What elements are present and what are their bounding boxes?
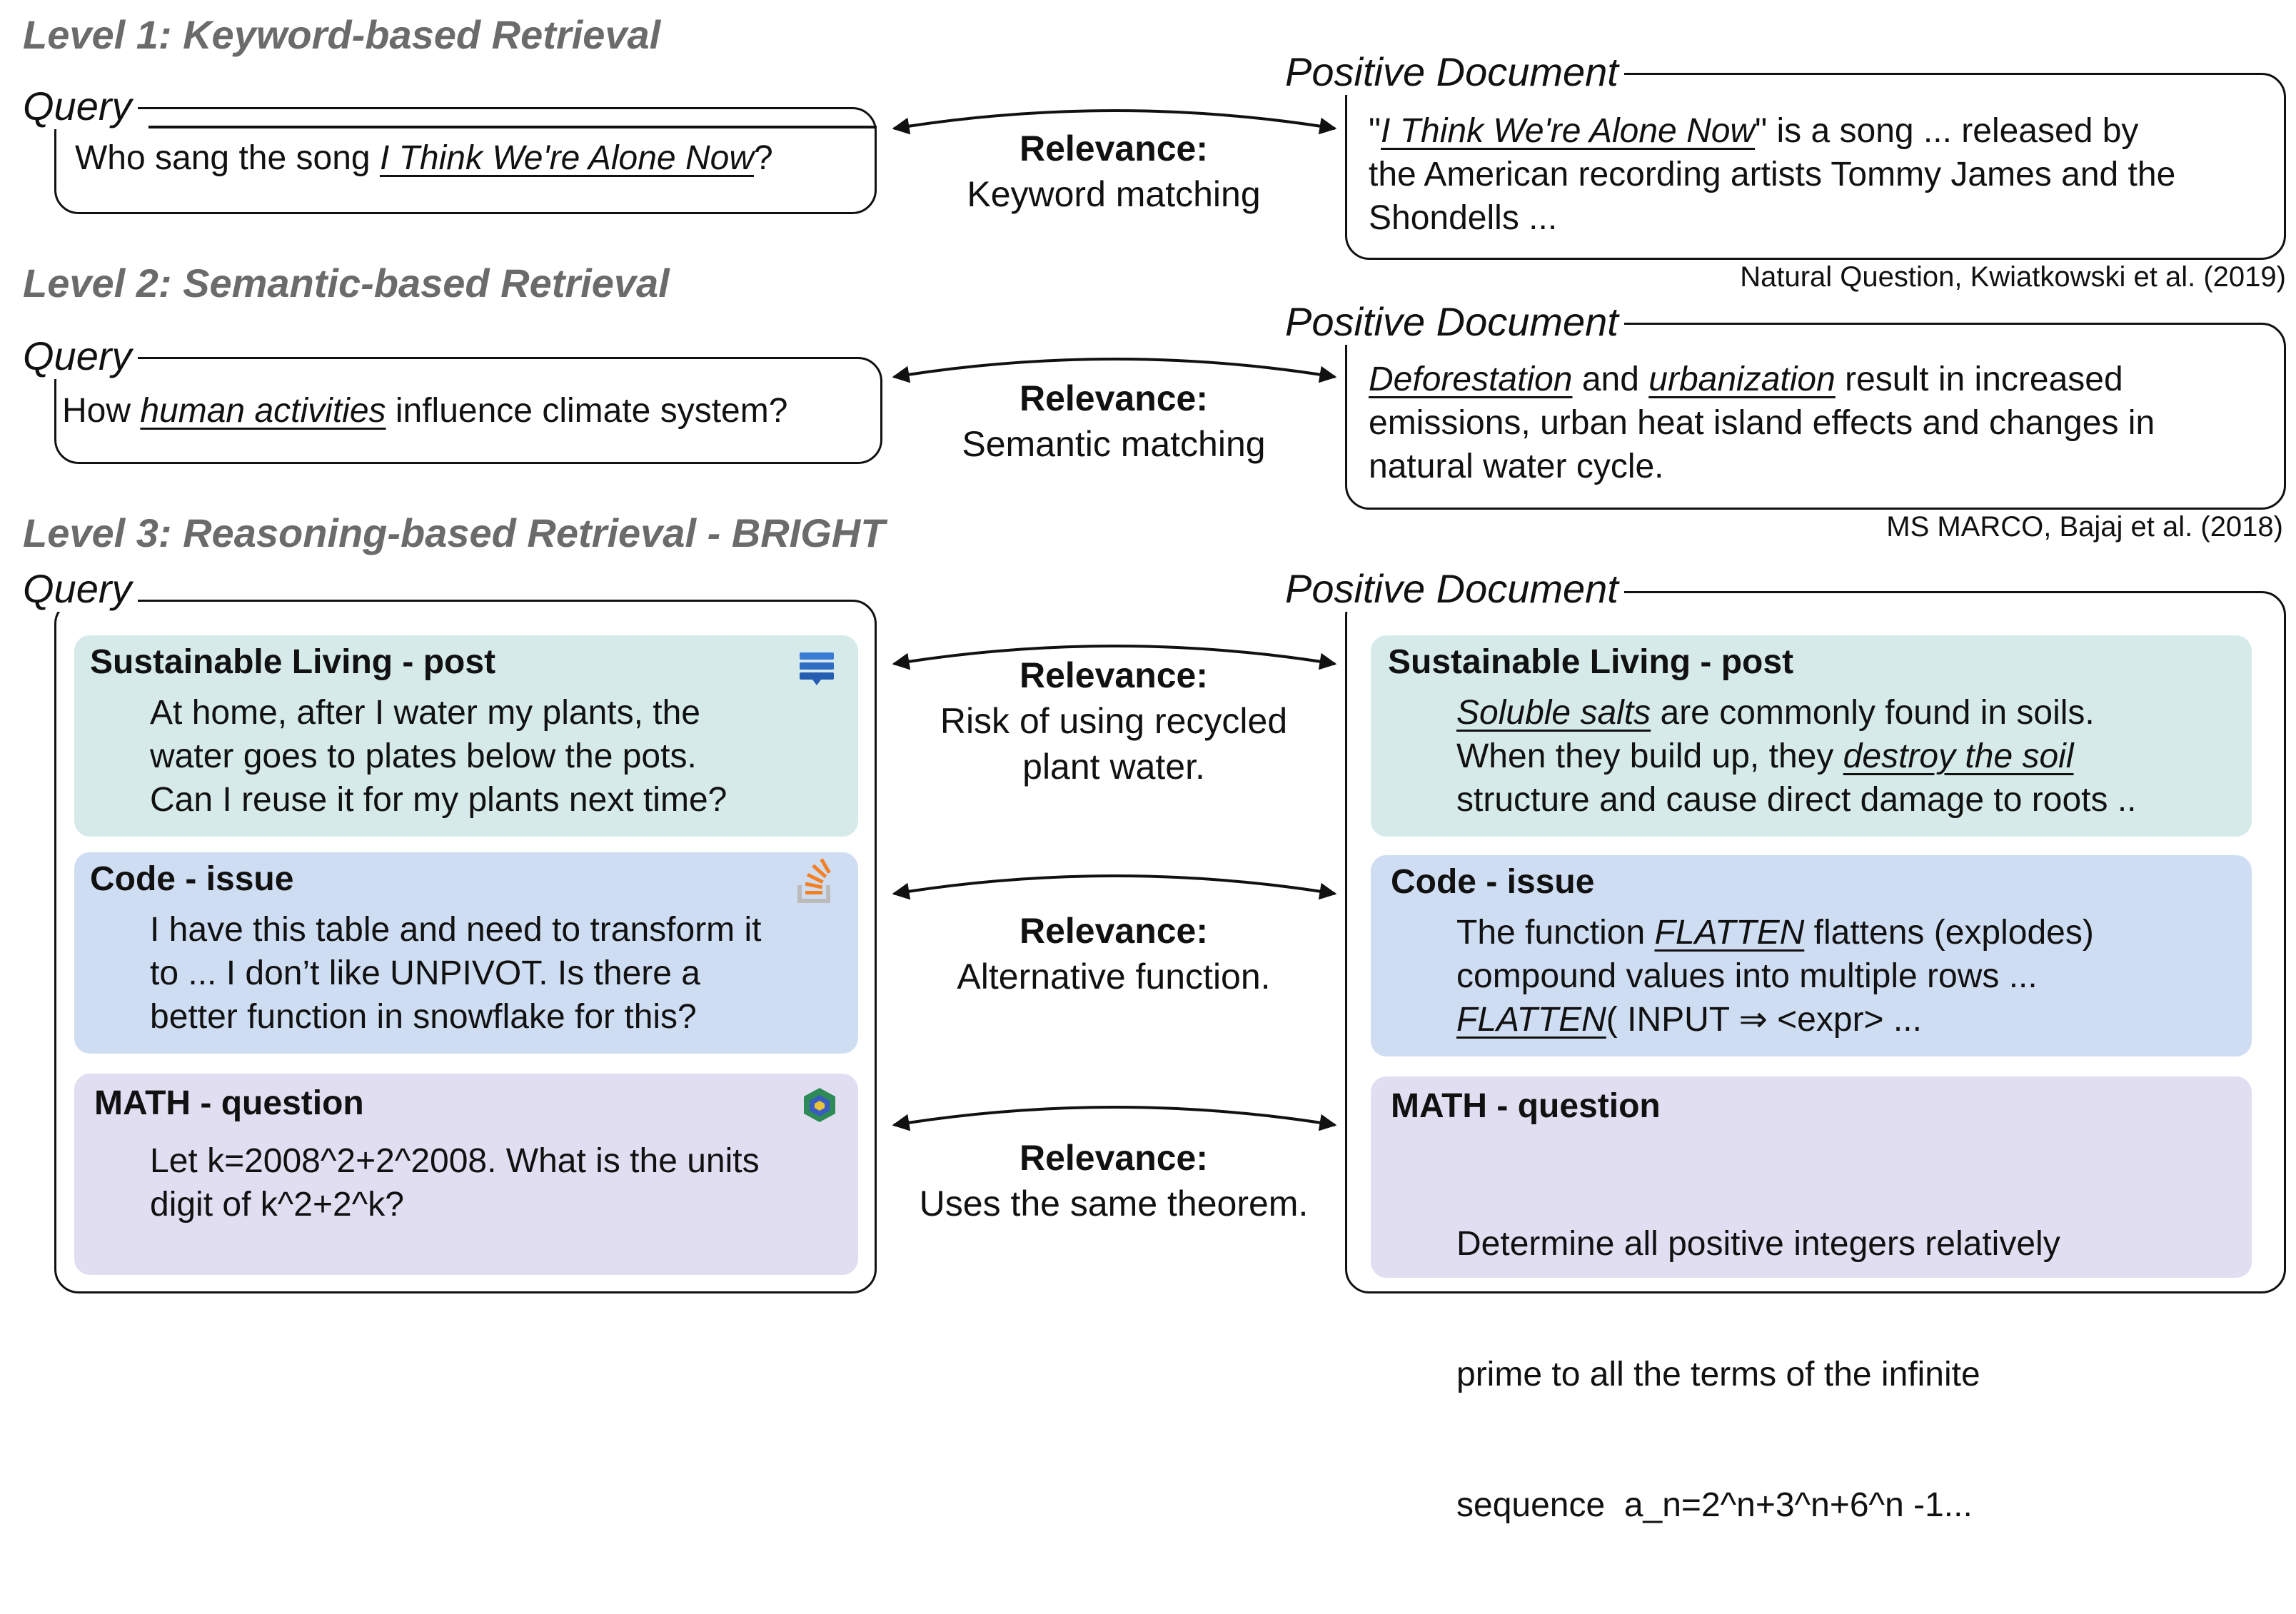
stack-layers-icon: [800, 652, 834, 685]
level2-doc-box: Deforestation and urbanization result in…: [1345, 323, 2286, 510]
doc-card-title: MATH - question: [1391, 1087, 1661, 1125]
doc-card-sustainable: Sustainable Living - post Soluble salts …: [1371, 635, 2252, 837]
query-card-body: Let k=2008^2+2^2008. What is the units d…: [150, 1142, 760, 1224]
level1-query-label: Query: [23, 83, 138, 129]
query-card-title: Sustainable Living - post: [90, 643, 496, 681]
level3-title: Level 3: Reasoning-based Retrieval - BRI…: [23, 510, 885, 555]
level3-doc-label: Positive Document: [1285, 565, 1624, 612]
level2-query-label: Query: [23, 333, 138, 379]
doc-card-title: Sustainable Living - post: [1388, 643, 1794, 681]
stackoverflow-icon: [797, 858, 831, 903]
level3-relevance-3: Relevance: Uses the same theorem.: [919, 1138, 1309, 1224]
arrow-row3: [892, 1106, 1337, 1131]
math-cube-icon: [804, 1088, 835, 1122]
level1-query-text: Who sang the song I Think We're Alone No…: [75, 139, 773, 177]
doc-card-body: Determine all positive integers relative…: [1456, 1225, 2060, 1524]
level3-relevance-2: Relevance: Alternative function.: [957, 911, 1271, 997]
doc-card-math: MATH - question Determine all positive i…: [1371, 1076, 2252, 1524]
arrow-level1: [892, 109, 1337, 135]
query-card-code: Code - issue I have this table and need …: [74, 852, 858, 1054]
level2-query-text: How human activities influence climate s…: [62, 392, 788, 430]
level2-citation: MS MARCO, Bajaj et al. (2018): [1886, 511, 2283, 543]
level2-title: Level 2: Semantic-based Retrieval: [23, 261, 670, 306]
level1-citation: Natural Question, Kwiatkowski et al. (20…: [1740, 261, 2286, 293]
doc-card-code: Code - issue The function FLATTEN flatte…: [1371, 855, 2252, 1056]
doc-card-body: Soluble salts are commonly found in soil…: [1456, 694, 2137, 819]
level2-relevance: Relevance: Semantic matching: [962, 378, 1266, 464]
level2-doc-text: Deforestation and urbanization result in…: [1369, 360, 2155, 485]
level3-query-label: Query: [23, 565, 138, 612]
level3-query-box: [54, 600, 877, 1293]
level3-doc-box: [1345, 591, 2286, 1293]
level1-relevance: Relevance: Keyword matching: [967, 128, 1261, 214]
level2-doc-label: Positive Document: [1285, 298, 1624, 345]
level1-query-box: Who sang the song I Think We're Alone No…: [54, 107, 877, 214]
query-card-body: At home, after I water my plants, the wa…: [150, 694, 727, 819]
level1-doc-label: Positive Document: [1285, 49, 1624, 95]
level3-relevance-1: Relevance: Risk of using recycled plant …: [940, 655, 1288, 787]
relevance-arrows: [892, 109, 1337, 1131]
level1-doc-box: "I Think We're Alone Now" is a song ... …: [1345, 73, 2286, 260]
doc-card-body: The function FLATTEN flattens (explodes)…: [1456, 914, 2094, 1039]
arrow-row1: [892, 645, 1337, 670]
query-card-sustainable: Sustainable Living - post At home, after…: [74, 635, 858, 837]
level2-query-box: How human activities influence climate s…: [54, 357, 882, 464]
query-card-math: MATH - question Let k=2008^2+2^2008. Wha…: [74, 1074, 858, 1275]
arrow-level2: [892, 358, 1337, 383]
query-card-body: I have this table and need to transform …: [150, 911, 762, 1036]
query-card-title: Code - issue: [90, 860, 294, 898]
query-card-title: MATH - question: [94, 1084, 364, 1122]
arrow-row2: [892, 874, 1337, 900]
level1-title: Level 1: Keyword-based Retrieval: [23, 12, 661, 57]
doc-card-title: Code - issue: [1391, 863, 1595, 901]
level1-doc-text: "I Think We're Alone Now" is a song ... …: [1369, 112, 2176, 237]
